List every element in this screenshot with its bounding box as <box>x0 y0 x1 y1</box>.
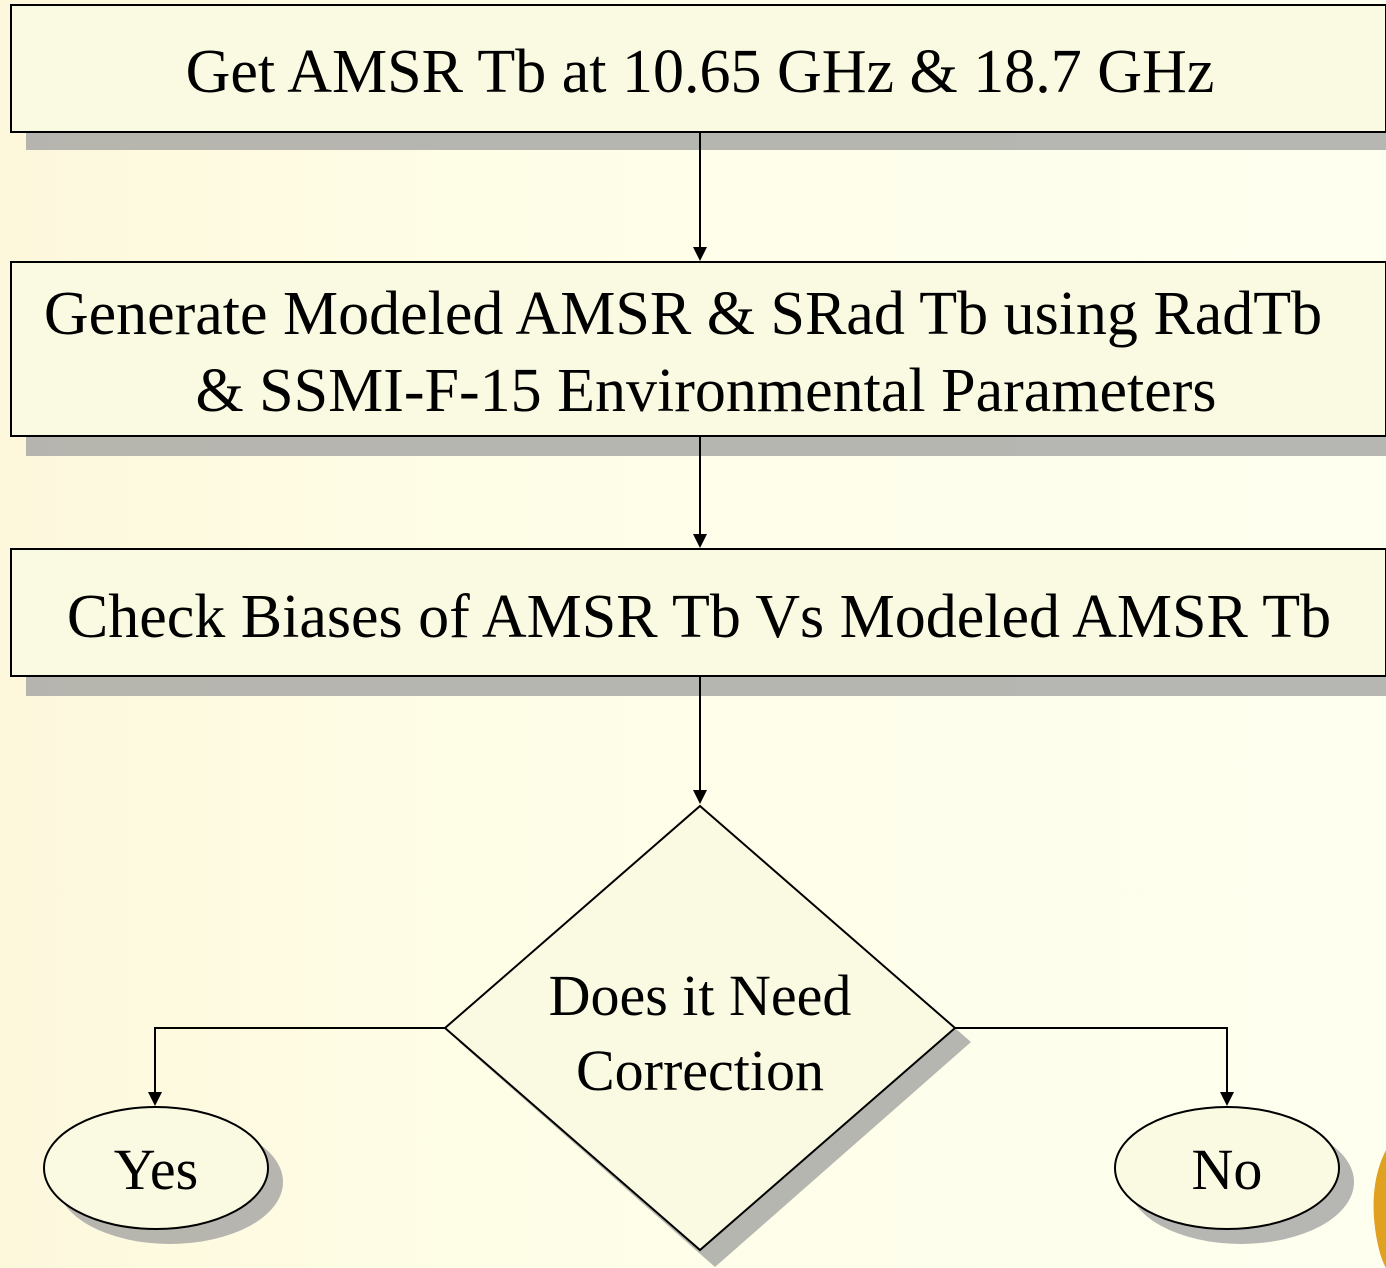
connector-2-3 <box>693 437 707 548</box>
decision-text-line-2: Correction <box>576 1038 824 1103</box>
connector-no <box>955 1027 1234 1106</box>
connector-1-2 <box>693 133 707 261</box>
step-1-text: Get AMSR Tb at 10.65 GHz & 18.7 GHz <box>186 38 1215 106</box>
step-box-3: Check Biases of AMSR Tb Vs Modeled AMSR … <box>10 548 1386 696</box>
yes-oval: Yes <box>43 1106 283 1244</box>
no-oval: No <box>1114 1106 1354 1244</box>
decision-diamond: Does it Need Correction <box>443 804 971 1267</box>
step-box-2: Generate Modeled AMSR & SRad Tb using Ra… <box>10 261 1386 456</box>
step-3-text: Check Biases of AMSR Tb Vs Modeled AMSR … <box>67 583 1331 651</box>
corner-ornament <box>1373 1150 1386 1268</box>
no-label: No <box>1192 1137 1263 1202</box>
yes-label: Yes <box>114 1137 198 1202</box>
step-2-text-line-2: & SSMI-F-15 Environmental Parameters <box>195 357 1216 425</box>
step-box-1: Get AMSR Tb at 10.65 GHz & 18.7 GHz <box>10 4 1386 150</box>
step-2-text-line-1: Generate Modeled AMSR & SRad Tb using Ra… <box>44 280 1322 348</box>
connector-yes <box>148 1027 445 1106</box>
connector-3-decision <box>693 677 707 804</box>
decision-text-line-1: Does it Need <box>549 963 852 1028</box>
